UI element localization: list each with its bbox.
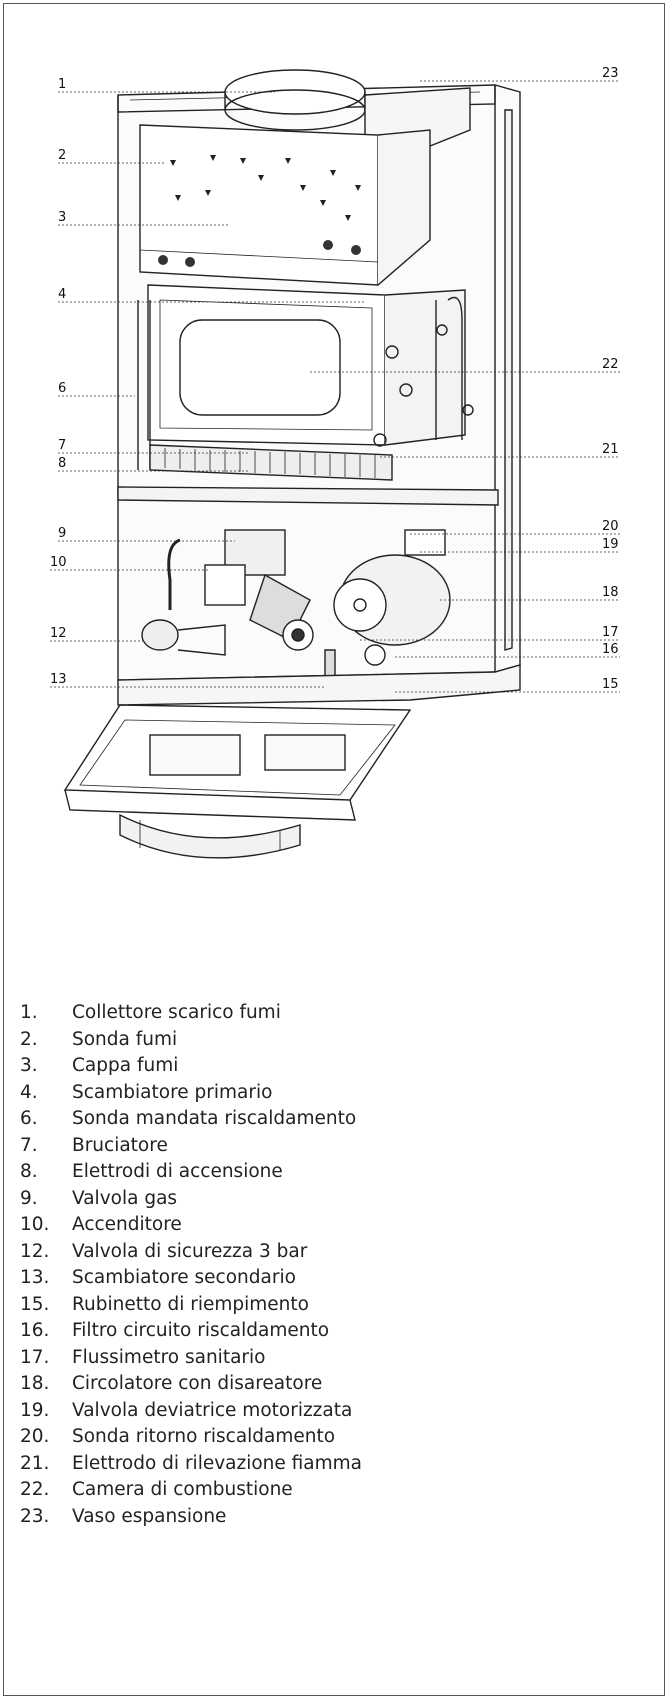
legend-number: 23. [20, 1505, 50, 1527]
legend-number: 1. [20, 1002, 38, 1023]
legend-number: 16. [20, 1320, 50, 1341]
legend-item: 6. Sonda mandata riscaldamento [20, 1106, 620, 1133]
callout-8: 8 [58, 456, 67, 471]
legend-label: Elettrodi di accensione [72, 1161, 283, 1182]
hood-markers [170, 155, 361, 221]
legend-label: Scambiatore secondario [72, 1267, 296, 1288]
callout-21: 21 [602, 442, 619, 457]
legend-item: 18. Circolatore con disareatore [20, 1371, 620, 1398]
legend-item: 22. Camera di combustione [20, 1477, 620, 1504]
legend-label: Filtro circuito riscaldamento [72, 1320, 330, 1341]
legend-label: Sonda fumi [72, 1028, 178, 1050]
legend-number: 13. [20, 1267, 50, 1288]
legend-label: Flussimetro sanitario [72, 1346, 266, 1368]
legend-label: Elettrodo di rilevazione fiamma [72, 1452, 363, 1474]
control-panel-handle [119, 813, 301, 859]
callout-23: 23 [602, 66, 619, 81]
legend-number: 22. [20, 1479, 50, 1500]
legend-item: 15. Rubinetto di riempimento [20, 1292, 620, 1319]
legend-number: 19. [20, 1399, 50, 1421]
legend-number: 3. [20, 1055, 38, 1076]
parts-legend: 1. Collettore scarico fumi 2. Sonda fumi 3… [20, 1000, 620, 1530]
callout-13: 13 [50, 672, 67, 687]
legend-item: 20. Sonda ritorno riscaldamento [20, 1424, 620, 1451]
chamber-window [179, 319, 341, 416]
legend-number: 10. [20, 1214, 50, 1235]
legend-label: Vaso espansione [72, 1505, 227, 1527]
callout-12: 12 [50, 626, 67, 641]
callout-9: 9 [58, 526, 67, 541]
legend-number: 2. [20, 1028, 38, 1050]
legend-item: 16. Filtro circuito riscaldamento [20, 1318, 620, 1345]
callout-22: 22 [602, 357, 619, 372]
right-pipe [435, 296, 463, 440]
legend-label: Circolatore con disareatore [72, 1373, 323, 1394]
callout-15: 15 [602, 677, 619, 692]
left-pipe [137, 300, 151, 470]
legend-item: 17. Flussimetro sanitario [20, 1345, 620, 1372]
legend-number: 20. [20, 1426, 50, 1447]
callout-17: 17 [602, 625, 619, 640]
callout-7: 7 [58, 438, 67, 453]
legend-item: 8. Elettrodi di accensione [20, 1159, 620, 1186]
legend-label: Scambiatore primario [72, 1081, 273, 1103]
legend-item: 2. Sonda fumi [20, 1027, 620, 1054]
callout-6: 6 [58, 381, 67, 396]
legend-item: 21. Elettrodo di rilevazione fiamma [20, 1451, 620, 1478]
legend-item: 9. Valvola gas [20, 1186, 620, 1213]
legend-label: Rubinetto di riempimento [72, 1293, 309, 1315]
legend-number: 12. [20, 1240, 50, 1262]
legend-item: 19. Valvola deviatrice motorizzata [20, 1398, 620, 1425]
callout-16: 16 [602, 642, 619, 657]
heating-filter [364, 644, 386, 666]
legend-number: 4. [20, 1081, 38, 1103]
legend-label: Valvola gas [72, 1187, 178, 1209]
legend-number: 9. [20, 1187, 38, 1209]
legend-number: 8. [20, 1161, 38, 1182]
legend-label: Valvola deviatrice motorizzata [72, 1399, 353, 1421]
legend-number: 6. [20, 1108, 38, 1129]
callout-4: 4 [58, 287, 67, 302]
legend-item: 7. Bruciatore [20, 1133, 620, 1160]
legend-item: 23. Vaso espansione [20, 1504, 620, 1531]
legend-item: 13. Scambiatore secondario [20, 1265, 620, 1292]
safety-valve [141, 619, 179, 651]
boiler-diagram [50, 69, 620, 859]
legend-label: Bruciatore [72, 1134, 168, 1156]
legend-item: 1. Collettore scarico fumi [20, 1000, 620, 1027]
legend-label: Cappa fumi [72, 1055, 179, 1076]
legend-label: Camera di combustione [72, 1479, 293, 1500]
legend-label: Valvola di sicurezza 3 bar [72, 1240, 308, 1262]
callout-2: 2 [58, 148, 67, 163]
legend-item: 3. Cappa fumi [20, 1053, 620, 1080]
legend-number: 7. [20, 1134, 38, 1156]
callout-10: 10 [50, 555, 67, 570]
legend-number: 21. [20, 1452, 50, 1474]
callout-1: 1 [58, 77, 67, 92]
legend-number: 18. [20, 1373, 50, 1394]
legend-item: 10. Accenditore [20, 1212, 620, 1239]
callout-18: 18 [602, 585, 619, 600]
legend-number: 15. [20, 1293, 50, 1315]
legend-label: Collettore scarico fumi [72, 1002, 281, 1023]
legend-item: 4. Scambiatore primario [20, 1080, 620, 1107]
legend-label: Accenditore [72, 1214, 182, 1235]
flue-hood [139, 124, 379, 286]
legend-item: 12. Valvola di sicurezza 3 bar [20, 1239, 620, 1266]
hood-screws [158, 240, 361, 267]
callout-3: 3 [58, 210, 67, 225]
legend-label: Sonda ritorno riscaldamento [72, 1426, 336, 1447]
legend-label: Sonda mandata riscaldamento [72, 1108, 357, 1129]
callout-19: 19 [602, 537, 619, 552]
callout-20: 20 [602, 519, 619, 534]
legend-number: 17. [20, 1346, 50, 1368]
igniter [204, 564, 246, 606]
